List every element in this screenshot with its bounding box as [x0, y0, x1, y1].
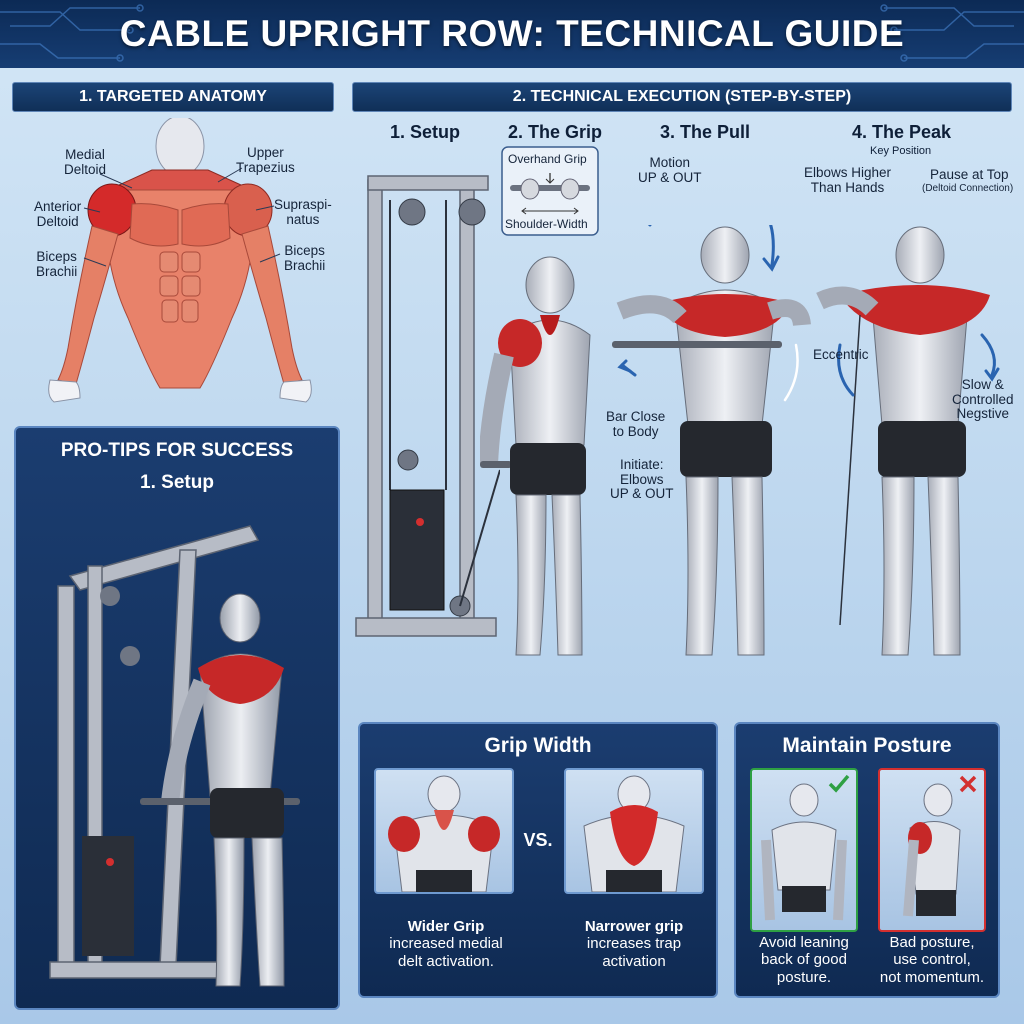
anatomy-heading: 1. TARGETED ANATOMY	[12, 82, 334, 112]
anatomy-heading-text: 1. TARGETED ANATOMY	[79, 88, 267, 105]
anatomy-figure	[48, 118, 312, 403]
narrow-grip-text: increases trap activation	[586, 935, 682, 970]
cable-machine-icon	[355, 175, 500, 637]
label-biceps-right: Biceps Brachii	[284, 243, 326, 273]
execution-heading: 2. TECHNICAL EXECUTION (STEP-BY-STEP)	[352, 82, 1012, 112]
narrow-grip-caption: Narrower grip increases trap activation	[556, 918, 712, 970]
grip-callout-box	[501, 146, 599, 236]
protips-panel: PRO-TIPS FOR SUCCESS 1. Setup	[14, 426, 340, 1010]
wider-grip-text: increased medial delt activation.	[389, 935, 503, 970]
label-medial-deltoid: Medial Deltoid	[64, 147, 107, 177]
wider-grip-card	[374, 768, 514, 894]
narrow-grip-title: Narrower grip	[584, 918, 684, 935]
good-posture-caption: Avoid leaning back of good posture.	[759, 934, 849, 986]
lifter-figures	[480, 225, 1000, 656]
pause-top-sublabel: (Deltoid Connection)	[922, 183, 1014, 194]
bad-posture-card	[878, 768, 986, 932]
wider-grip-caption: Wider Grip increased medial delt activat…	[368, 918, 524, 970]
grip-width-panel: Grip Width VS. Wider Grip increased medi…	[358, 722, 718, 998]
step-pull-title: 3. The Pull	[660, 122, 751, 142]
protips-subheading: 1. Setup	[140, 472, 214, 493]
label-biceps-left: Biceps Brachii	[36, 249, 78, 279]
title-banner: CABLE UPRIGHT ROW: TECHNICAL GUIDE	[0, 0, 1024, 68]
overhand-grip-label: Overhand Grip	[508, 152, 587, 166]
posture-heading: Maintain Posture	[782, 734, 952, 757]
eccentric-label: Eccentric	[813, 347, 869, 362]
step-setup-title: 1. Setup	[390, 122, 461, 142]
bad-posture-caption: Bad posture, use control, not momentum.	[879, 934, 985, 986]
good-posture-figure	[761, 783, 847, 921]
step-peak-subtitle: Key Position	[870, 145, 932, 157]
narrow-grip-card	[564, 768, 704, 894]
checkmark-icon	[828, 774, 850, 793]
cross-icon	[959, 775, 977, 793]
wider-grip-title: Wider Grip	[407, 918, 485, 935]
bad-posture-figure	[903, 783, 961, 917]
step-grip-title: 2. The Grip	[508, 122, 603, 142]
grip-width-heading: Grip Width	[484, 734, 592, 757]
shoulder-width-label: Shoulder-Width	[505, 217, 588, 231]
circuit-decoration-icon	[0, 4, 1024, 62]
motion-up-out-label: Motion UP & OUT	[638, 155, 702, 185]
bar-close-label: Bar Close to Body	[606, 409, 666, 439]
pause-top-label: Pause at Top	[930, 167, 1009, 182]
wider-grip-back-icon	[388, 775, 500, 892]
narrow-grip-back-icon	[583, 775, 685, 892]
vs-label: VS.	[523, 830, 553, 850]
execution-heading-text: 2. TECHNICAL EXECUTION (STEP-BY-STEP)	[512, 88, 852, 105]
protips-heading: PRO-TIPS FOR SUCCESS	[60, 440, 294, 461]
label-upper-trapezius: Upper Trapezius	[236, 145, 295, 175]
label-supraspinatus: Supraspi- natus	[274, 197, 332, 227]
label-anterior-deltoid: Anterior Deltoid	[34, 199, 82, 229]
page-title: CABLE UPRIGHT ROW: TECHNICAL GUIDE	[119, 13, 905, 54]
slow-negative-label: Slow & Controlled Negstive	[952, 377, 1014, 422]
elbows-higher-label: Elbows Higher Than Hands	[804, 165, 892, 195]
posture-panel: Maintain Posture Avoid leaning back of g…	[734, 722, 1000, 998]
initiate-label: Initiate: Elbows UP & OUT	[610, 457, 674, 502]
good-posture-card	[750, 768, 858, 932]
protips-setup-illustration	[49, 525, 300, 987]
step-peak-title: 4. The Peak	[852, 122, 952, 142]
